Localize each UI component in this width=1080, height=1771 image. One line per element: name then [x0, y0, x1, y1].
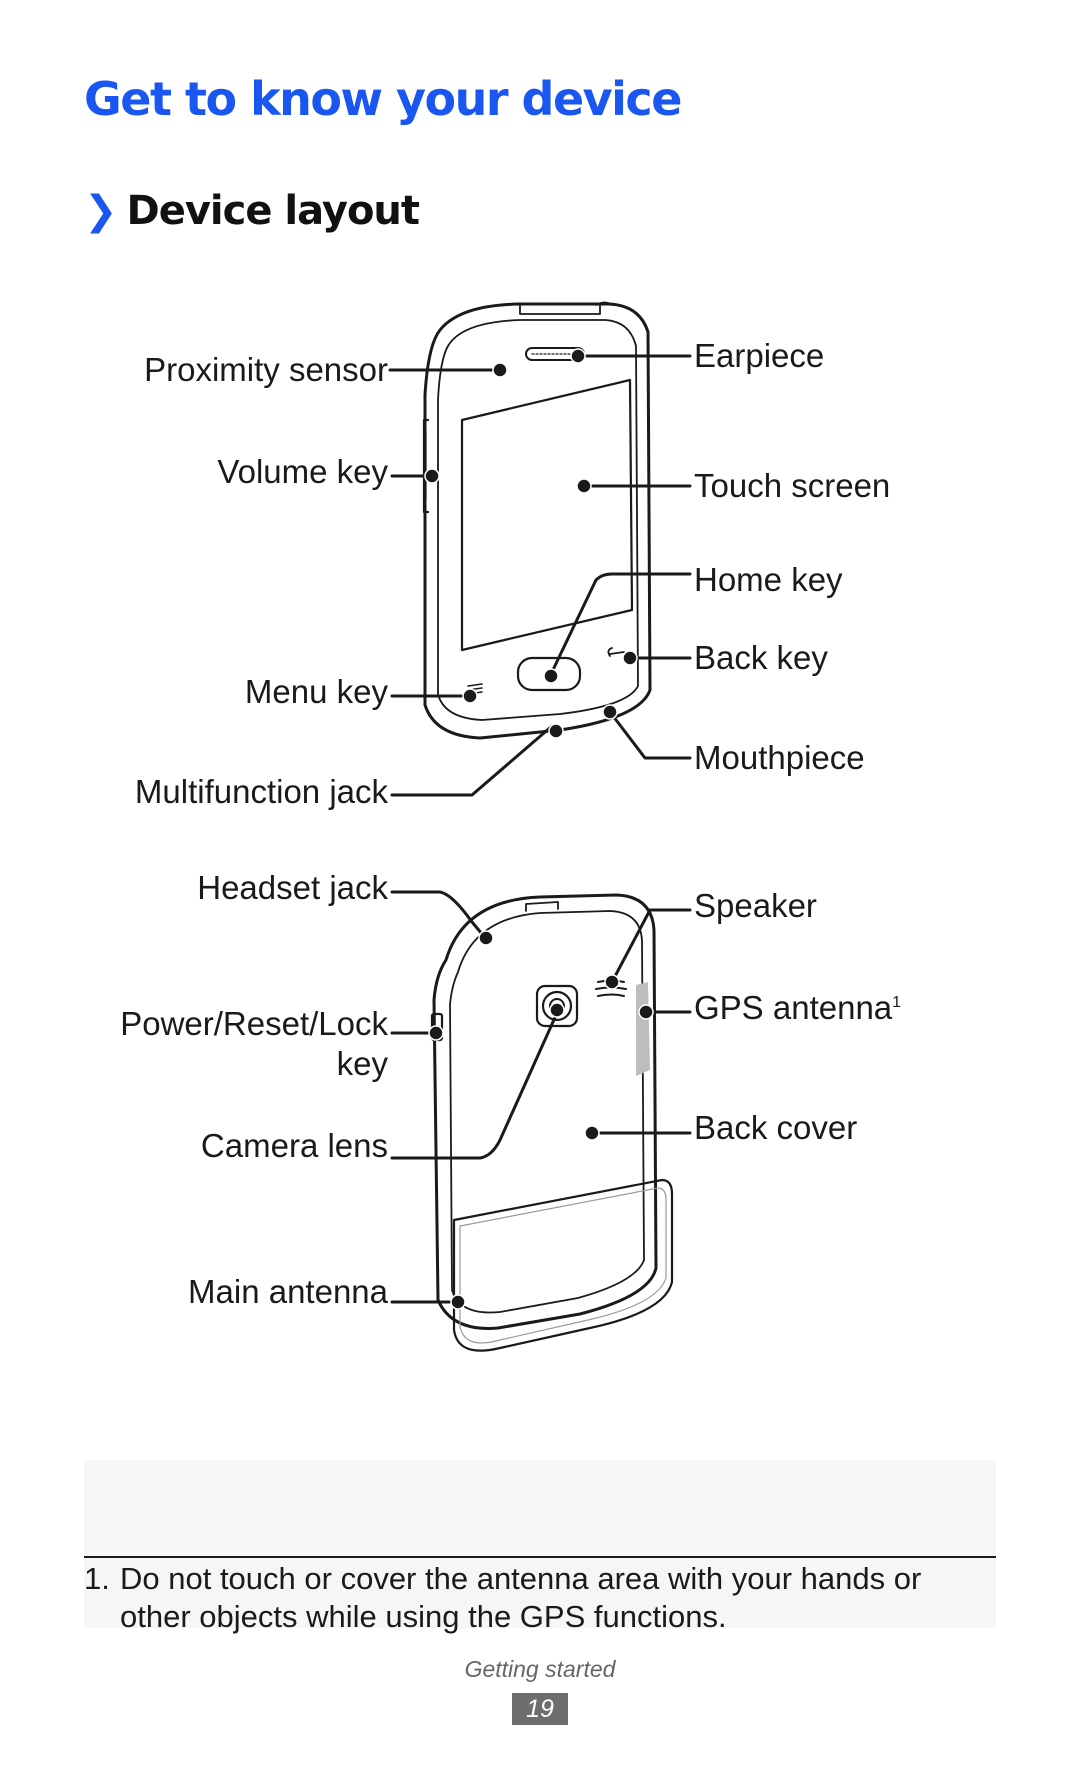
footnote-text: Do not touch or cover the antenna area w… — [120, 1561, 922, 1634]
page-title: Get to know your device — [84, 72, 682, 126]
label-speaker: Speaker — [694, 887, 817, 924]
section-heading: ❯Device layout — [84, 188, 421, 234]
label-camera-lens: Camera lens — [200, 1127, 388, 1164]
label-mouthpiece: Mouthpiece — [694, 739, 865, 776]
chevron-right-icon: ❯ — [84, 188, 118, 234]
label-earpiece: Earpiece — [694, 337, 825, 374]
label-gps-antenna: GPS antenna1 — [694, 988, 901, 1028]
footnote-mark: 1 — [892, 994, 902, 1011]
label-headset-jack: Headset jack — [197, 869, 388, 906]
footnote: 1. Do not touch or cover the antenna are… — [84, 1560, 984, 1636]
footnote-box — [84, 1460, 996, 1628]
label-menu-key: Menu key — [244, 673, 388, 710]
phone-front-illustration — [422, 301, 652, 740]
phone-back-illustration — [430, 893, 674, 1352]
device-layout-diagram — [388, 301, 692, 1352]
label-back-key: Back key — [694, 639, 828, 676]
label-multifunction-jack: Multifunction jack — [134, 773, 388, 810]
label-power-line2: key — [336, 1044, 388, 1082]
label-main-antenna: Main antenna — [188, 1273, 388, 1310]
label-back-cover: Back cover — [694, 1109, 858, 1146]
footnote-number: 1. — [84, 1561, 110, 1596]
label-home-key: Home key — [694, 561, 843, 598]
label-power-line1: Power/Reset/Lock — [120, 1005, 388, 1042]
page-number: 19 — [512, 1693, 568, 1725]
label-touch-screen: Touch screen — [694, 467, 891, 504]
section-heading-text: Device layout — [126, 188, 421, 234]
footer-section-title: Getting started — [464, 1656, 616, 1682]
label-proximity-sensor: Proximity sensor — [144, 351, 388, 388]
footnote-divider — [84, 1556, 996, 1558]
label-gps-antenna-text: GPS antenna — [694, 989, 893, 1026]
label-volume-key: Volume key — [217, 453, 388, 490]
